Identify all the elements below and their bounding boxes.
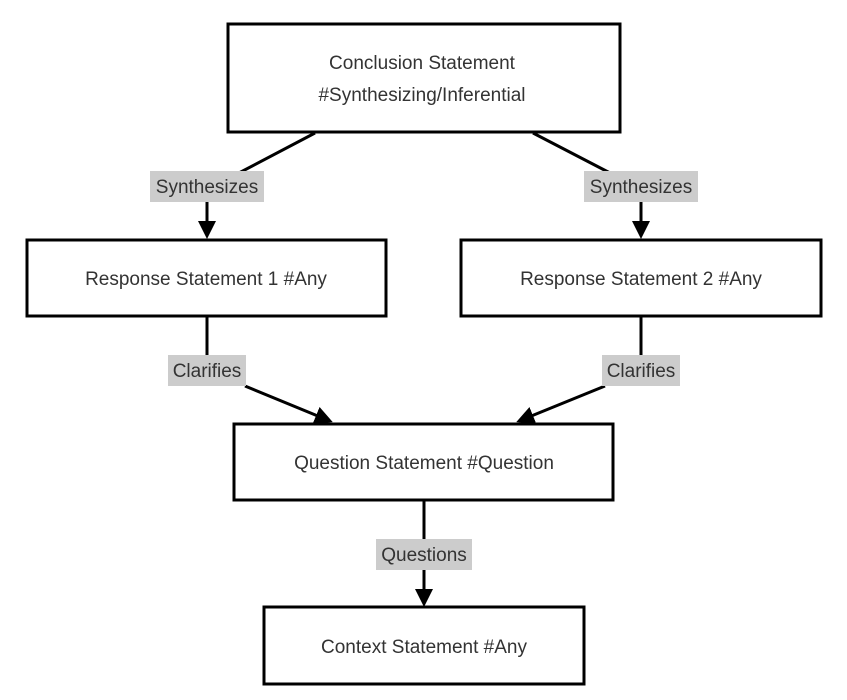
edge-label-clarifies-right: Clarifies — [602, 355, 680, 386]
edge-label-synthesizes-left: Synthesizes — [150, 171, 264, 202]
node-context-statement: Context Statement #Any — [262, 605, 586, 686]
edge-label-questions: Questions — [376, 539, 472, 570]
edge-conclusion-to-response1 — [207, 131, 316, 236]
edge-line — [207, 131, 316, 236]
node-response-statement-2: Response Statement 2 #Any — [459, 238, 823, 318]
edge-line — [532, 131, 641, 236]
node-conclusion-statement: Conclusion Statement #Synthesizing/Infer… — [226, 22, 622, 134]
node-label-line2: #Synthesizing/Inferential — [318, 85, 525, 106]
edge-response2-to-question — [519, 317, 643, 421]
edge-conclusion-to-response2 — [532, 131, 641, 236]
node-response-statement-1: Response Statement 1 #Any — [25, 238, 388, 318]
node-label: Response Statement 2 #Any — [520, 269, 762, 290]
edge-line — [205, 317, 330, 421]
edge-response1-to-question — [205, 317, 330, 421]
edge-label-text: Synthesizes — [590, 177, 692, 198]
node-question-statement: Question Statement #Question — [232, 422, 615, 502]
edge-label-text: Questions — [381, 545, 467, 566]
edge-label-text: Clarifies — [173, 361, 242, 382]
node-label: Context Statement #Any — [321, 637, 527, 658]
node-label: Question Statement #Question — [294, 453, 554, 474]
edge-line — [519, 317, 643, 421]
edge-label-text: Synthesizes — [156, 177, 258, 198]
node-label: Response Statement 1 #Any — [85, 269, 327, 290]
edge-label-clarifies-left: Clarifies — [168, 355, 246, 386]
edge-label-synthesizes-right: Synthesizes — [584, 171, 698, 202]
node-label-line1: Conclusion Statement — [329, 53, 516, 74]
edge-label-text: Clarifies — [607, 361, 676, 382]
